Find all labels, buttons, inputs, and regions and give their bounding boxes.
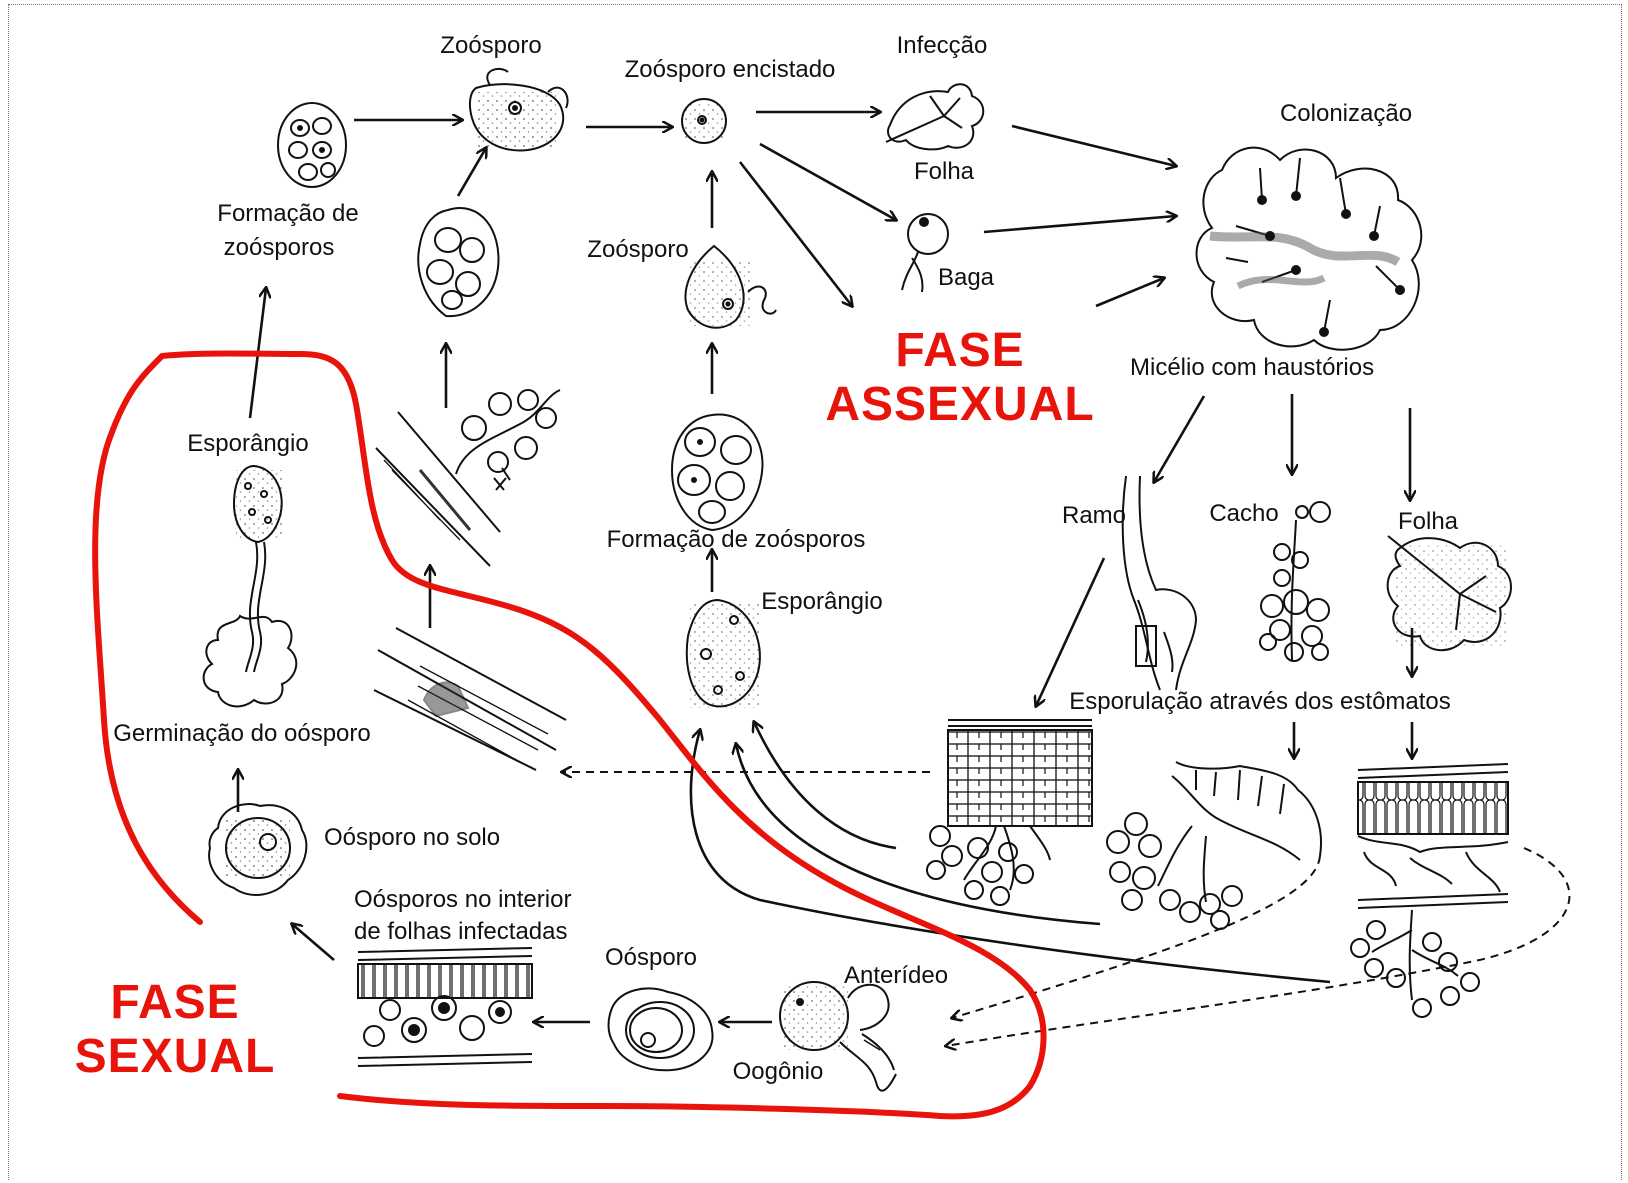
label-formacao-zoosporos-mid: Formação de zoósporos (607, 524, 866, 556)
infected-cane-drawing (374, 628, 566, 770)
label-colonizacao: Colonização (1280, 98, 1412, 130)
arrow-encysted-to-asexual (740, 162, 852, 306)
asexual-phase-line2: ASSEXUAL (820, 378, 1100, 432)
sporangium-left-drawing (234, 466, 284, 672)
sexual-phase-title: FASE SEXUAL (60, 976, 290, 1084)
infected-leaf-drawing (886, 84, 983, 149)
label-infeccao: Infecção (897, 30, 988, 62)
label-oosporos-interior-1: Oósporos no interior (354, 884, 571, 916)
encysted-zoospore-drawing (682, 99, 726, 143)
zoospore-top-drawing (470, 69, 568, 151)
arrow-sporangium-up-zoospore (458, 148, 486, 196)
shoot-sporulation-drawing (376, 390, 560, 566)
label-oosporo: Oósporo (605, 942, 697, 974)
sporangium-with-zoospores-drawing (278, 103, 346, 187)
arrow-cane-section-to-sporangium (754, 722, 896, 848)
asexual-phase-title: FASE ASSEXUAL (820, 324, 1100, 432)
arrow-to-colonization (1096, 278, 1164, 306)
sexual-phase-line1: FASE (60, 976, 290, 1030)
berry-cross-section-drawing (1107, 762, 1321, 929)
infected-leaf-right-drawing (1388, 536, 1511, 650)
dashed-arrow-berry-to-antheridium (952, 856, 1320, 1018)
soil-oospore-drawing (209, 804, 306, 895)
arrow-interior-to-oospore-solo (292, 924, 334, 960)
label-zoosporo-mid: Zoósporo (587, 234, 688, 266)
arrow-micelio-to-ramo (1154, 396, 1204, 482)
label-anterideo: Anterídeo (844, 960, 948, 992)
label-esporangio-left: Esporângio (187, 428, 308, 460)
label-formacao-zoosporos-left-2: zoósporos (224, 232, 335, 264)
arrow-encysted-to-berry (760, 144, 896, 220)
oospore-drawing (609, 989, 713, 1071)
label-folha-right: Folha (1398, 506, 1458, 538)
label-folha-top: Folha (914, 156, 974, 188)
label-germinacao: Germinação do oósporo (113, 718, 370, 750)
asexual-phase-line1: FASE (820, 324, 1100, 378)
colonization-tissue-drawing (1197, 148, 1422, 350)
label-oosporos-interior-2: de folhas infectadas (354, 916, 567, 948)
cane-cross-section-drawing (927, 720, 1092, 905)
sporangium-mid-drawing (687, 600, 760, 708)
zoospore-mid-drawing (686, 246, 776, 328)
arrow-infection-to-colonization (1012, 126, 1176, 166)
label-esporulacao: Esporulação através dos estômatos (1069, 686, 1451, 718)
label-cacho: Cacho (1209, 498, 1278, 530)
arrow-berry-to-colonization (984, 216, 1176, 232)
germinating-oospore-drawing (204, 616, 297, 706)
label-oosporo-solo: Oósporo no solo (324, 822, 500, 854)
infected-shoot-ramo-drawing (1123, 476, 1196, 690)
sexual-phase-line2: SEXUAL (60, 1030, 290, 1084)
label-ramo: Ramo (1062, 500, 1126, 532)
label-micelio: Micélio com haustórios (1130, 352, 1374, 384)
label-formacao-zoosporos-left-1: Formação de (217, 198, 358, 230)
label-zoosporo-top: Zoósporo (440, 30, 541, 62)
arrow-ramo-to-section (1036, 558, 1104, 706)
label-esporangio-mid: Esporângio (761, 586, 882, 618)
leaf-cross-section-oospores-drawing (358, 948, 532, 1066)
label-baga: Baga (938, 262, 994, 294)
label-zoosporo-encistado: Zoósporo encistado (625, 54, 836, 86)
sporangium-formation-mid-drawing (672, 414, 762, 530)
sporangium-multi-drawing (418, 208, 498, 316)
label-oogonio: Oogônio (733, 1056, 824, 1088)
